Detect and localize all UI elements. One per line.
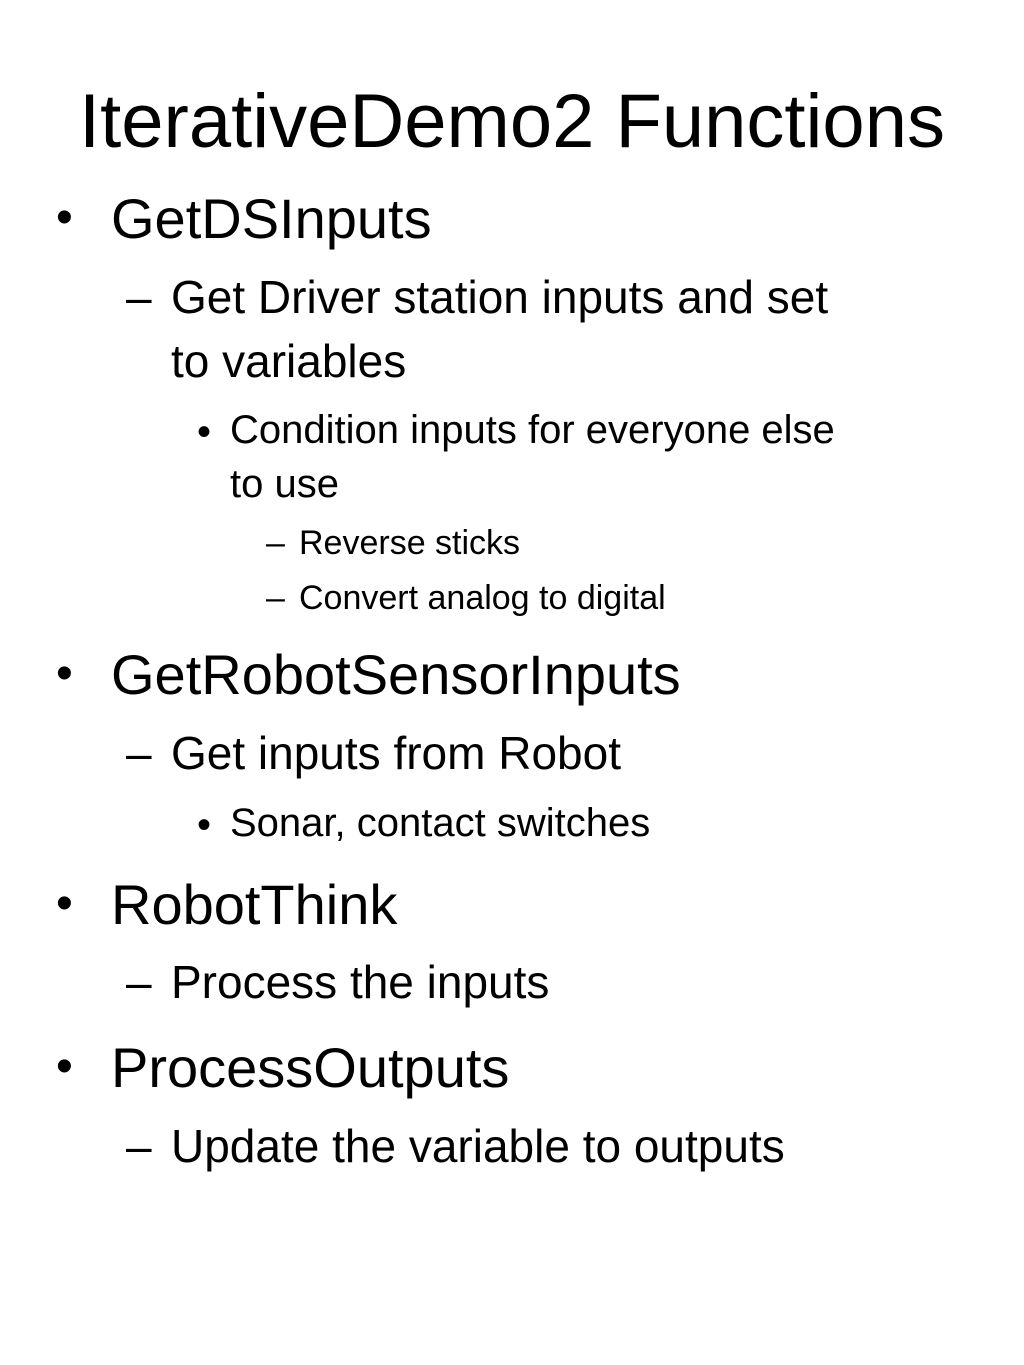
bullet-marker: • xyxy=(197,410,212,454)
bullet-marker: • xyxy=(197,803,212,847)
dash-marker: – xyxy=(126,1120,152,1172)
bullet-text: ProcessOutputs xyxy=(111,1036,510,1099)
subbullet-text: Update the variable to outputs xyxy=(171,1120,785,1172)
bullet-text: GetDSInputs xyxy=(111,187,432,250)
bullet-marker: • xyxy=(56,1040,73,1093)
subbullet-text: Get Driver station inputs and set xyxy=(171,271,829,323)
bullet-text: GetRobotSensorInputs xyxy=(111,643,681,706)
bullet-text: RobotThink xyxy=(111,873,398,936)
level4-text: Convert analog to digital xyxy=(299,579,666,617)
dash-marker: – xyxy=(126,727,152,779)
dash-marker: – xyxy=(126,271,152,323)
level4-text: Reverse sticks xyxy=(299,524,521,562)
bullet-marker: • xyxy=(56,647,73,700)
bullet-marker: • xyxy=(56,877,73,930)
subsubbullet-text: Condition inputs for everyone else xyxy=(230,408,835,452)
subsubbullet-text-continuation: to use xyxy=(230,462,339,506)
subsubbullet-text: Sonar, contact switches xyxy=(230,801,651,845)
subbullet-text: Get inputs from Robot xyxy=(171,727,621,779)
dash-marker: – xyxy=(266,524,285,562)
slide-title: IterativeDemo2 Functions xyxy=(79,79,945,164)
subbullet-text-continuation: to variables xyxy=(171,335,407,387)
dash-marker: – xyxy=(126,956,152,1008)
bullet-marker: • xyxy=(56,191,73,244)
subbullet-text: Process the inputs xyxy=(171,956,550,1008)
dash-marker: – xyxy=(266,579,285,617)
